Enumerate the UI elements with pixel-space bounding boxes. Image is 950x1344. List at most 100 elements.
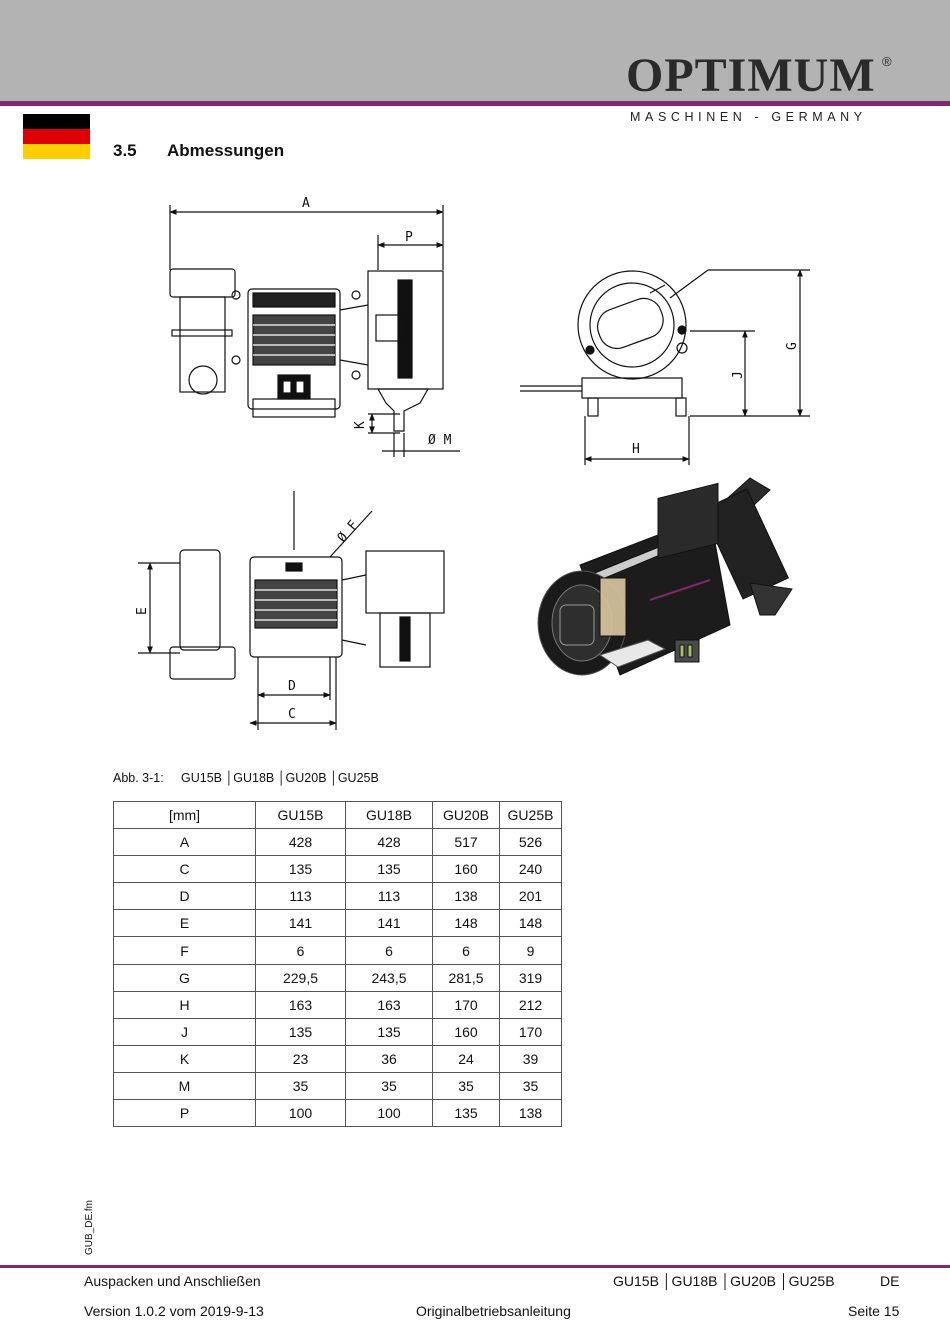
top-view-drawing [138, 491, 445, 730]
footer-page-number: Seite 15 [848, 1303, 900, 1319]
table-row-label: K [113, 1044, 256, 1073]
table-cell: 113 [255, 882, 346, 911]
table-cell: 9 [499, 936, 562, 965]
table-row-label: A [113, 828, 256, 857]
section-number: 3.5 [113, 141, 137, 160]
table-cell: 6 [255, 936, 346, 965]
figure-caption: Abb. 3-1: GU15B │GU18B │GU20B │GU25B [113, 771, 379, 785]
section-title: Abmessungen [167, 141, 285, 160]
front-view-drawing [169, 205, 460, 457]
table-header-row: [mm] GU15B GU18B GU20B GU25B [113, 800, 562, 830]
table-cell: 100 [255, 1099, 346, 1128]
table-header-cell: GU18B [345, 800, 433, 830]
brand-name: OPTIMUM [626, 49, 876, 102]
dim-label-K: K [353, 421, 368, 429]
table-cell: 240 [499, 855, 562, 884]
table-row-label: F [113, 936, 256, 965]
table-row-label: G [113, 963, 256, 992]
german-flag-icon [23, 114, 90, 159]
dim-label-A: A [302, 196, 310, 211]
dim-label-F: Ø F [335, 518, 362, 546]
table-cell: 170 [432, 990, 500, 1019]
footer-document-type: Originalbetriebsanleitung [416, 1303, 571, 1319]
table-header-cell: [mm] [113, 800, 256, 830]
dim-label-D: D [288, 679, 296, 694]
table-cell: 135 [345, 855, 433, 884]
table-cell: 428 [255, 828, 346, 857]
table-cell: 201 [499, 882, 562, 911]
table-cell: 35 [345, 1071, 433, 1101]
table-cell: 135 [255, 1017, 346, 1046]
table-cell: 135 [432, 1099, 500, 1128]
table-cell: 6 [432, 936, 500, 965]
table-cell: 319 [499, 963, 562, 992]
footer-language: DE [880, 1273, 900, 1289]
table-cell: 100 [345, 1099, 433, 1128]
table-cell: 170 [499, 1017, 562, 1046]
figure-caption-label: Abb. 3-1: [113, 771, 164, 785]
source-file-label: GUB_DE.fm [84, 1199, 95, 1255]
table-cell: 35 [499, 1071, 562, 1101]
table-cell: 35 [255, 1071, 346, 1101]
table-cell: 35 [432, 1071, 500, 1101]
table-row-label: H [113, 990, 256, 1019]
table-header-cell: GU25B [499, 800, 562, 830]
header-band [0, 0, 950, 103]
footer-chapter: Auspacken und Anschließen [84, 1273, 261, 1289]
table-cell: 428 [345, 828, 433, 857]
footer-version: Version 1.0.2 vom 2019-9-13 [84, 1303, 264, 1319]
table-header-cell: GU15B [255, 800, 346, 830]
table-row-label: C [113, 855, 256, 884]
brand-registered: ® [882, 54, 892, 69]
figure-caption-models: GU15B │GU18B │GU20B │GU25B [181, 771, 379, 785]
table-cell: 141 [345, 909, 433, 938]
table-cell: 212 [499, 990, 562, 1019]
table-cell: 39 [499, 1044, 562, 1073]
table-row-label: D [113, 882, 256, 911]
table-cell: 141 [255, 909, 346, 938]
table-cell: 6 [345, 936, 433, 965]
table-cell: 517 [432, 828, 500, 857]
table-cell: 160 [432, 855, 500, 884]
footer-models: GU15B │GU18B │GU20B │GU25B [613, 1273, 835, 1289]
table-row-label: P [113, 1099, 256, 1128]
table-cell: 281,5 [432, 963, 500, 992]
side-view-drawing [520, 269, 810, 465]
brand-logo: OPTIMUM ® MASCHINEN - GERMANY [620, 49, 900, 125]
table-cell: 229,5 [255, 963, 346, 992]
dim-label-M: Ø M [428, 433, 452, 448]
table-header-cell: GU20B [432, 800, 500, 830]
table-cell: 24 [432, 1044, 500, 1073]
dim-label-H: H [632, 442, 640, 457]
table-cell: 135 [255, 855, 346, 884]
dim-label-G: G [785, 342, 800, 350]
isometric-view-drawing [537, 477, 793, 676]
table-cell: 148 [432, 909, 500, 938]
dimension-drawings: A P K Ø M G J H [135, 196, 810, 730]
table-cell: 135 [345, 1017, 433, 1046]
table-cell: 526 [499, 828, 562, 857]
table-row-label: J [113, 1017, 256, 1046]
table-cell: 163 [345, 990, 433, 1019]
table-cell: 160 [432, 1017, 500, 1046]
footer-accent-line [0, 1265, 950, 1268]
header-accent-line [0, 101, 950, 106]
table-row-label: E [113, 909, 256, 938]
table-cell: 148 [499, 909, 562, 938]
table-cell: 113 [345, 882, 433, 911]
table-cell: 36 [345, 1044, 433, 1073]
brand-subtitle: MASCHINEN - GERMANY [630, 110, 867, 124]
table-cell: 138 [432, 882, 500, 911]
table-cell: 23 [255, 1044, 346, 1073]
